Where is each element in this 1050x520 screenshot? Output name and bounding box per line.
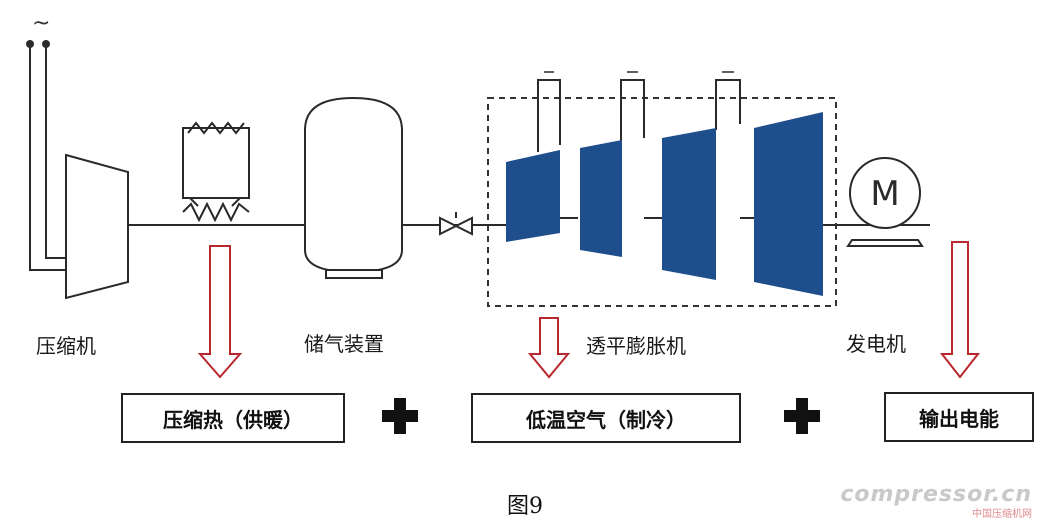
watermark-main: compressor.cn: [840, 482, 1032, 507]
output-box-electricity: 输出电能: [884, 392, 1034, 442]
arrow-down-icon: [939, 241, 981, 379]
output-label: 输出电能: [919, 406, 999, 431]
turbine-pipes: [505, 79, 754, 226]
compressor-label: 压缩机: [36, 334, 96, 358]
output-label: 压缩热（供暖）: [163, 407, 303, 432]
arrow-down-icon: [197, 245, 243, 379]
output-box-cooling: 低温空气（制冷）: [471, 393, 741, 443]
output-box-heating: 压缩热（供暖）: [121, 393, 345, 443]
compressor-icon: [65, 153, 129, 300]
plus-icons: [382, 398, 820, 434]
turbine-stage-2: [580, 140, 622, 257]
turbine-stage-1: [506, 150, 560, 242]
motor-symbol: M: [870, 174, 899, 214]
watermark: compressor.cn 中国压缩机网: [840, 482, 1032, 520]
output-arrows: [197, 241, 981, 379]
generator-icon: [846, 157, 924, 247]
watermark-sub: 中国压缩机网: [972, 509, 1032, 520]
output-label: 低温空气（制冷）: [526, 407, 686, 432]
arrow-down-icon: [527, 317, 571, 379]
turbine-stage-4: [754, 112, 823, 296]
storage-tank-icon: [304, 96, 403, 279]
plus-icon: [382, 398, 418, 434]
plus-icon: [784, 398, 820, 434]
storage-label: 储气装置: [304, 332, 384, 356]
turbine-enclosure: [487, 97, 837, 307]
turbine-stages: [506, 112, 823, 296]
generator-label: 发电机: [846, 332, 906, 356]
figure-caption: 图9: [507, 494, 543, 519]
heat-exchanger-icon: [182, 121, 250, 223]
ac-symbol-icon: ~: [32, 11, 50, 36]
valve-icon: [439, 212, 473, 236]
turbine-label: 透平膨胀机: [586, 334, 686, 358]
power-supply: [26, 40, 68, 271]
turbine-stage-3: [662, 128, 716, 280]
